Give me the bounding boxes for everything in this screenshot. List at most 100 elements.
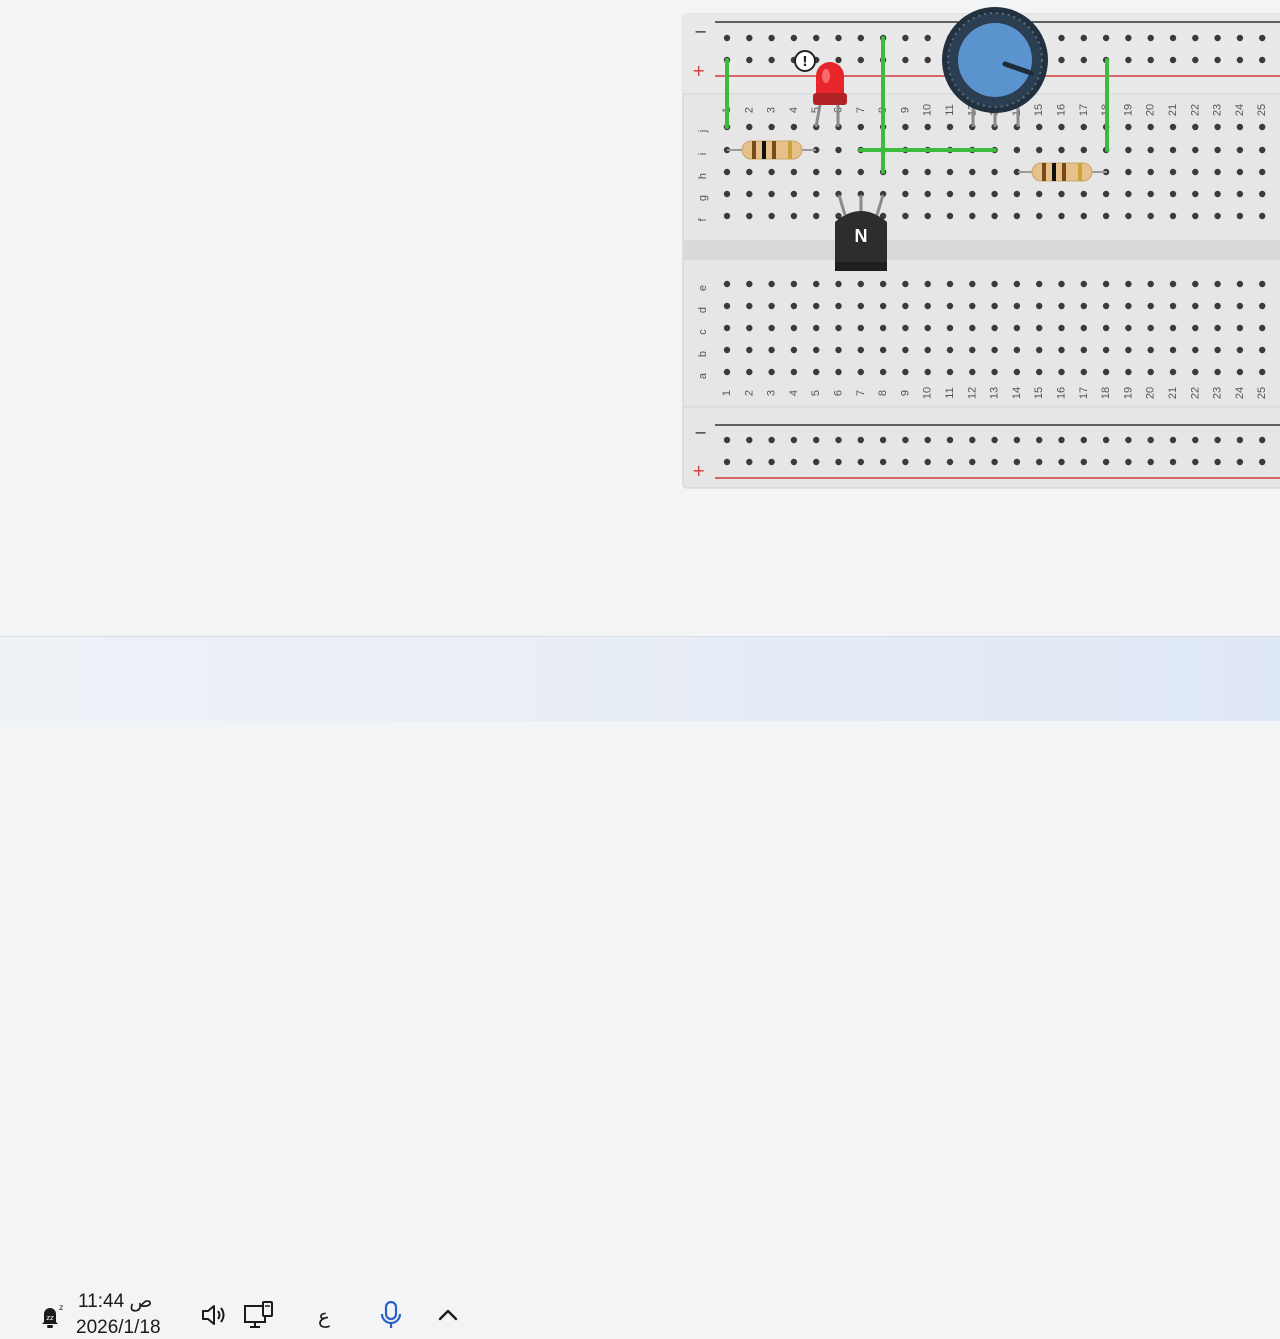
terminal-hole[interactable]	[1102, 280, 1110, 288]
rail-hole[interactable]	[879, 436, 887, 444]
breadboard-holes[interactable]	[723, 34, 1266, 466]
chevron-up-icon[interactable]	[434, 1301, 462, 1329]
terminal-hole[interactable]	[879, 346, 887, 354]
rail-hole[interactable]	[1236, 34, 1244, 42]
terminal-hole[interactable]	[946, 280, 954, 288]
rail-hole[interactable]	[1058, 34, 1065, 42]
rail-hole[interactable]	[1125, 34, 1132, 42]
terminal-hole[interactable]	[1102, 212, 1110, 220]
terminal-hole[interactable]	[857, 324, 864, 332]
terminal-hole[interactable]	[1058, 302, 1065, 310]
terminal-hole[interactable]	[1013, 302, 1021, 310]
terminal-hole[interactable]	[790, 280, 798, 288]
terminal-hole[interactable]	[969, 324, 976, 332]
terminal-hole[interactable]	[1236, 324, 1244, 332]
rail-hole[interactable]	[902, 34, 909, 42]
terminal-hole[interactable]	[1236, 123, 1244, 131]
rail-hole[interactable]	[768, 56, 775, 64]
resistor-2[interactable]	[1018, 162, 1107, 182]
terminal-hole[interactable]	[924, 346, 931, 354]
terminal-hole[interactable]	[1147, 346, 1154, 354]
terminal-hole[interactable]	[1147, 190, 1154, 198]
terminal-hole[interactable]	[835, 302, 842, 310]
terminal-hole[interactable]	[924, 280, 931, 288]
rail-hole[interactable]	[924, 56, 931, 64]
terminal-hole[interactable]	[1013, 280, 1021, 288]
terminal-hole[interactable]	[1058, 368, 1065, 376]
terminal-hole[interactable]	[1102, 346, 1110, 354]
terminal-hole[interactable]	[902, 280, 909, 288]
terminal-hole[interactable]	[1080, 280, 1088, 288]
rail-hole[interactable]	[1125, 458, 1132, 466]
terminal-hole[interactable]	[879, 302, 887, 310]
terminal-hole[interactable]	[1169, 146, 1177, 154]
terminal-hole[interactable]	[746, 190, 753, 198]
rail-hole[interactable]	[857, 458, 864, 466]
terminal-hole[interactable]	[1169, 346, 1177, 354]
terminal-hole[interactable]	[1214, 302, 1221, 310]
terminal-hole[interactable]	[1192, 212, 1199, 220]
terminal-hole[interactable]	[879, 280, 887, 288]
rail-hole[interactable]	[790, 34, 798, 42]
terminal-hole[interactable]	[1125, 146, 1132, 154]
rail-hole[interactable]	[902, 436, 909, 444]
terminal-hole[interactable]	[1236, 346, 1244, 354]
terminal-hole[interactable]	[835, 212, 842, 220]
terminal-hole[interactable]	[1236, 190, 1244, 198]
rail-hole[interactable]	[1259, 56, 1266, 64]
terminal-hole[interactable]	[1259, 168, 1266, 176]
rail-hole[interactable]	[1102, 458, 1110, 466]
rail-hole[interactable]	[835, 436, 842, 444]
rail-hole[interactable]	[1080, 436, 1088, 444]
terminal-hole[interactable]	[790, 368, 798, 376]
rail-hole[interactable]	[991, 436, 998, 444]
terminal-hole[interactable]	[969, 168, 976, 176]
rail-hole[interactable]	[946, 458, 954, 466]
terminal-hole[interactable]	[1058, 212, 1065, 220]
potentiometer[interactable]	[942, 7, 1048, 127]
terminal-hole[interactable]	[746, 168, 753, 176]
rail-hole[interactable]	[1080, 458, 1088, 466]
terminal-hole[interactable]	[1013, 212, 1021, 220]
rail-hole[interactable]	[723, 458, 731, 466]
terminal-hole[interactable]	[1236, 212, 1244, 220]
rail-hole[interactable]	[969, 458, 976, 466]
terminal-hole[interactable]	[746, 212, 753, 220]
terminal-hole[interactable]	[1036, 212, 1043, 220]
terminal-hole[interactable]	[835, 280, 842, 288]
terminal-hole[interactable]	[1169, 168, 1177, 176]
terminal-hole[interactable]	[1236, 368, 1244, 376]
terminal-hole[interactable]	[969, 190, 976, 198]
terminal-hole[interactable]	[1192, 146, 1199, 154]
terminal-hole[interactable]	[1259, 368, 1266, 376]
terminal-hole[interactable]	[1192, 302, 1199, 310]
rail-hole[interactable]	[723, 34, 731, 42]
rail-hole[interactable]	[813, 436, 820, 444]
rail-hole[interactable]	[790, 458, 798, 466]
rail-hole[interactable]	[924, 436, 931, 444]
terminal-hole[interactable]	[835, 146, 842, 154]
terminal-hole[interactable]	[813, 168, 820, 176]
terminal-hole[interactable]	[790, 302, 798, 310]
terminal-hole[interactable]	[991, 324, 998, 332]
terminal-hole[interactable]	[1147, 302, 1154, 310]
terminal-hole[interactable]	[946, 324, 954, 332]
rail-hole[interactable]	[1214, 56, 1221, 64]
terminal-hole[interactable]	[1169, 190, 1177, 198]
terminal-hole[interactable]	[1058, 324, 1065, 332]
terminal-hole[interactable]	[1080, 368, 1088, 376]
terminal-hole[interactable]	[1147, 368, 1154, 376]
terminal-hole[interactable]	[768, 190, 775, 198]
terminal-hole[interactable]	[1192, 280, 1199, 288]
terminal-hole[interactable]	[1058, 123, 1065, 131]
terminal-hole[interactable]	[1125, 368, 1132, 376]
terminal-hole[interactable]	[1192, 324, 1199, 332]
rail-hole[interactable]	[857, 436, 864, 444]
terminal-hole[interactable]	[1036, 324, 1043, 332]
rail-hole[interactable]	[746, 56, 753, 64]
terminal-hole[interactable]	[723, 212, 731, 220]
rail-hole[interactable]	[1013, 436, 1021, 444]
terminal-hole[interactable]	[768, 123, 775, 131]
rail-hole[interactable]	[723, 436, 731, 444]
terminal-hole[interactable]	[924, 302, 931, 310]
